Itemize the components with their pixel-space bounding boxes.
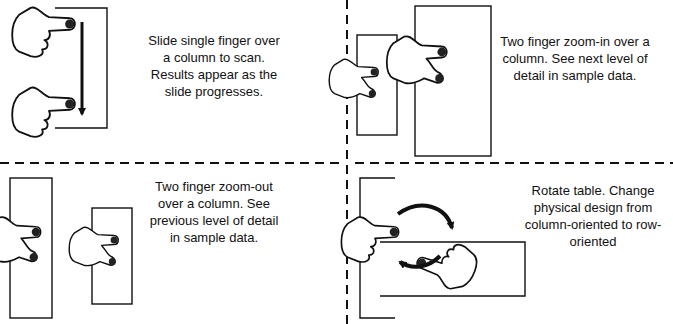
divider-line [355,162,673,164]
hand-icon [412,233,481,295]
divider-line [346,0,348,324]
hand-icon [69,227,118,266]
rotate-arrow [400,256,440,267]
hand-icon [12,88,75,137]
gesture-caption: Rotate table. Change physical design fro… [520,182,666,250]
slide-arrow [81,22,84,114]
hand-icon [387,36,447,83]
column-outline [415,6,491,156]
hand-icon [12,8,75,57]
divider-line [0,162,340,164]
hand-icon [341,217,398,262]
rotate-arrow [398,206,452,228]
hand-icon [0,217,41,262]
gesture-caption: Two finger zoom-in over a column. See ne… [500,33,650,84]
hand-icon [329,59,378,98]
gesture-caption: Slide single finger over a column to sca… [143,32,285,100]
gesture-caption: Two finger zoom-out over a column. See p… [143,178,285,246]
